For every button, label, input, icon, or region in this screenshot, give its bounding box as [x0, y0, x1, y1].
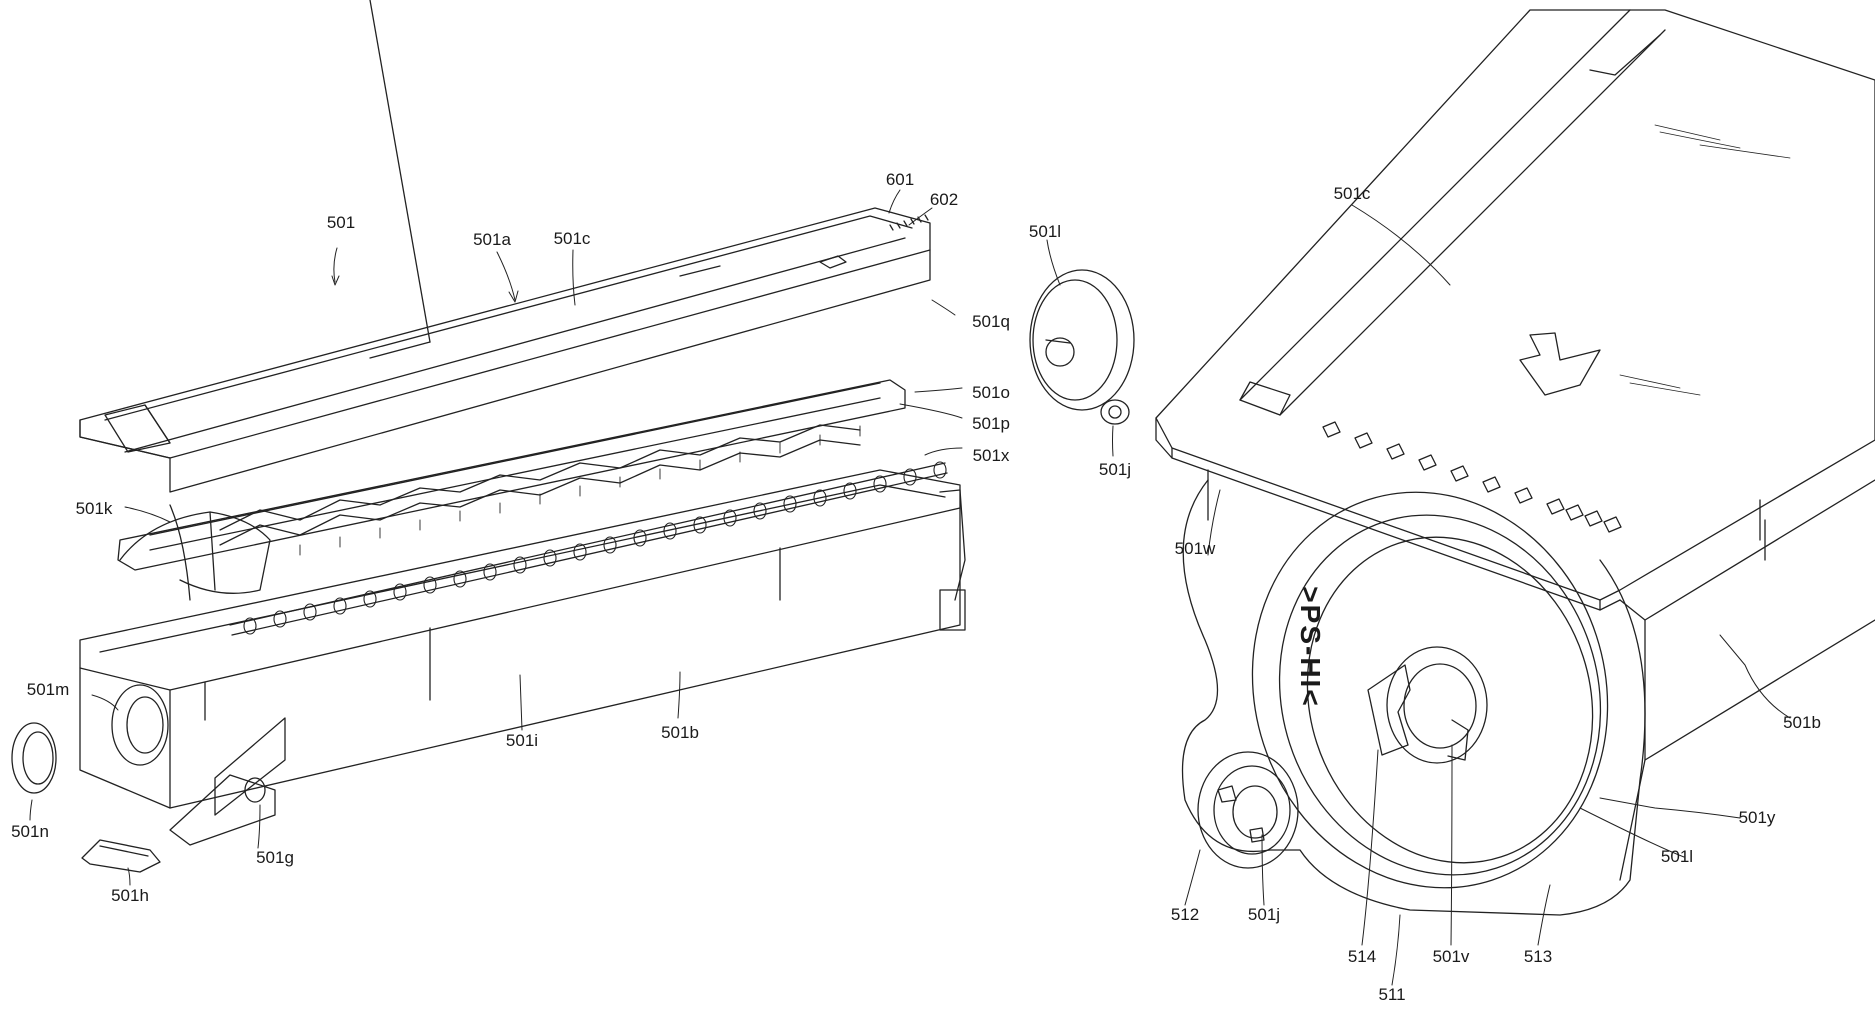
insert-arrow-icon	[1520, 333, 1600, 395]
label-501c-left: 501c	[554, 229, 591, 249]
label-601: 601	[886, 170, 914, 190]
label-501a: 501a	[473, 230, 511, 250]
exploded-view	[12, 0, 1134, 885]
label-501g: 501g	[256, 848, 294, 868]
end-face-housing	[1183, 480, 1646, 915]
label-501x: 501x	[973, 446, 1010, 466]
container-body	[80, 470, 965, 845]
assembled-view	[1156, 10, 1875, 985]
label-501k: 501k	[76, 499, 113, 519]
label-501b-right: 501b	[1783, 713, 1821, 733]
label-501c-right: 501c	[1334, 184, 1371, 204]
leaders-left	[30, 190, 1113, 885]
label-501h: 501h	[111, 886, 149, 906]
label-501i: 501i	[506, 731, 538, 751]
leaders-right	[1185, 205, 1790, 985]
label-501n: 501n	[11, 822, 49, 842]
lid-vent-slots	[1323, 422, 1621, 532]
shutter-piece	[82, 840, 160, 872]
label-501: 501	[327, 213, 355, 233]
end-cap-exploded	[1030, 270, 1134, 424]
label-501j-bottom: 501j	[1248, 905, 1280, 925]
label-501y: 501y	[1739, 808, 1776, 828]
label-501m: 501m	[27, 680, 70, 700]
auger	[230, 462, 947, 635]
label-501w: 501w	[1175, 539, 1216, 559]
seal-ring	[12, 723, 56, 793]
label-514: 514	[1348, 947, 1376, 967]
label-512: 512	[1171, 905, 1199, 925]
end-cap	[1202, 446, 1658, 935]
cap-marking-text: >PS-HI<	[1294, 586, 1326, 707]
label-602: 602	[930, 190, 958, 210]
label-501v: 501v	[1433, 947, 1470, 967]
label-501j-top: 501j	[1099, 460, 1131, 480]
label-501b-left: 501b	[661, 723, 699, 743]
label-501q: 501q	[972, 312, 1010, 332]
label-501l-right: 501l	[1661, 847, 1693, 867]
label-501o: 501o	[972, 383, 1010, 403]
label-501l-top: 501l	[1029, 222, 1061, 242]
label-511: 511	[1378, 985, 1405, 1005]
top-surface	[1156, 10, 1875, 600]
label-513: 513	[1524, 947, 1552, 967]
label-501p: 501p	[972, 414, 1010, 434]
